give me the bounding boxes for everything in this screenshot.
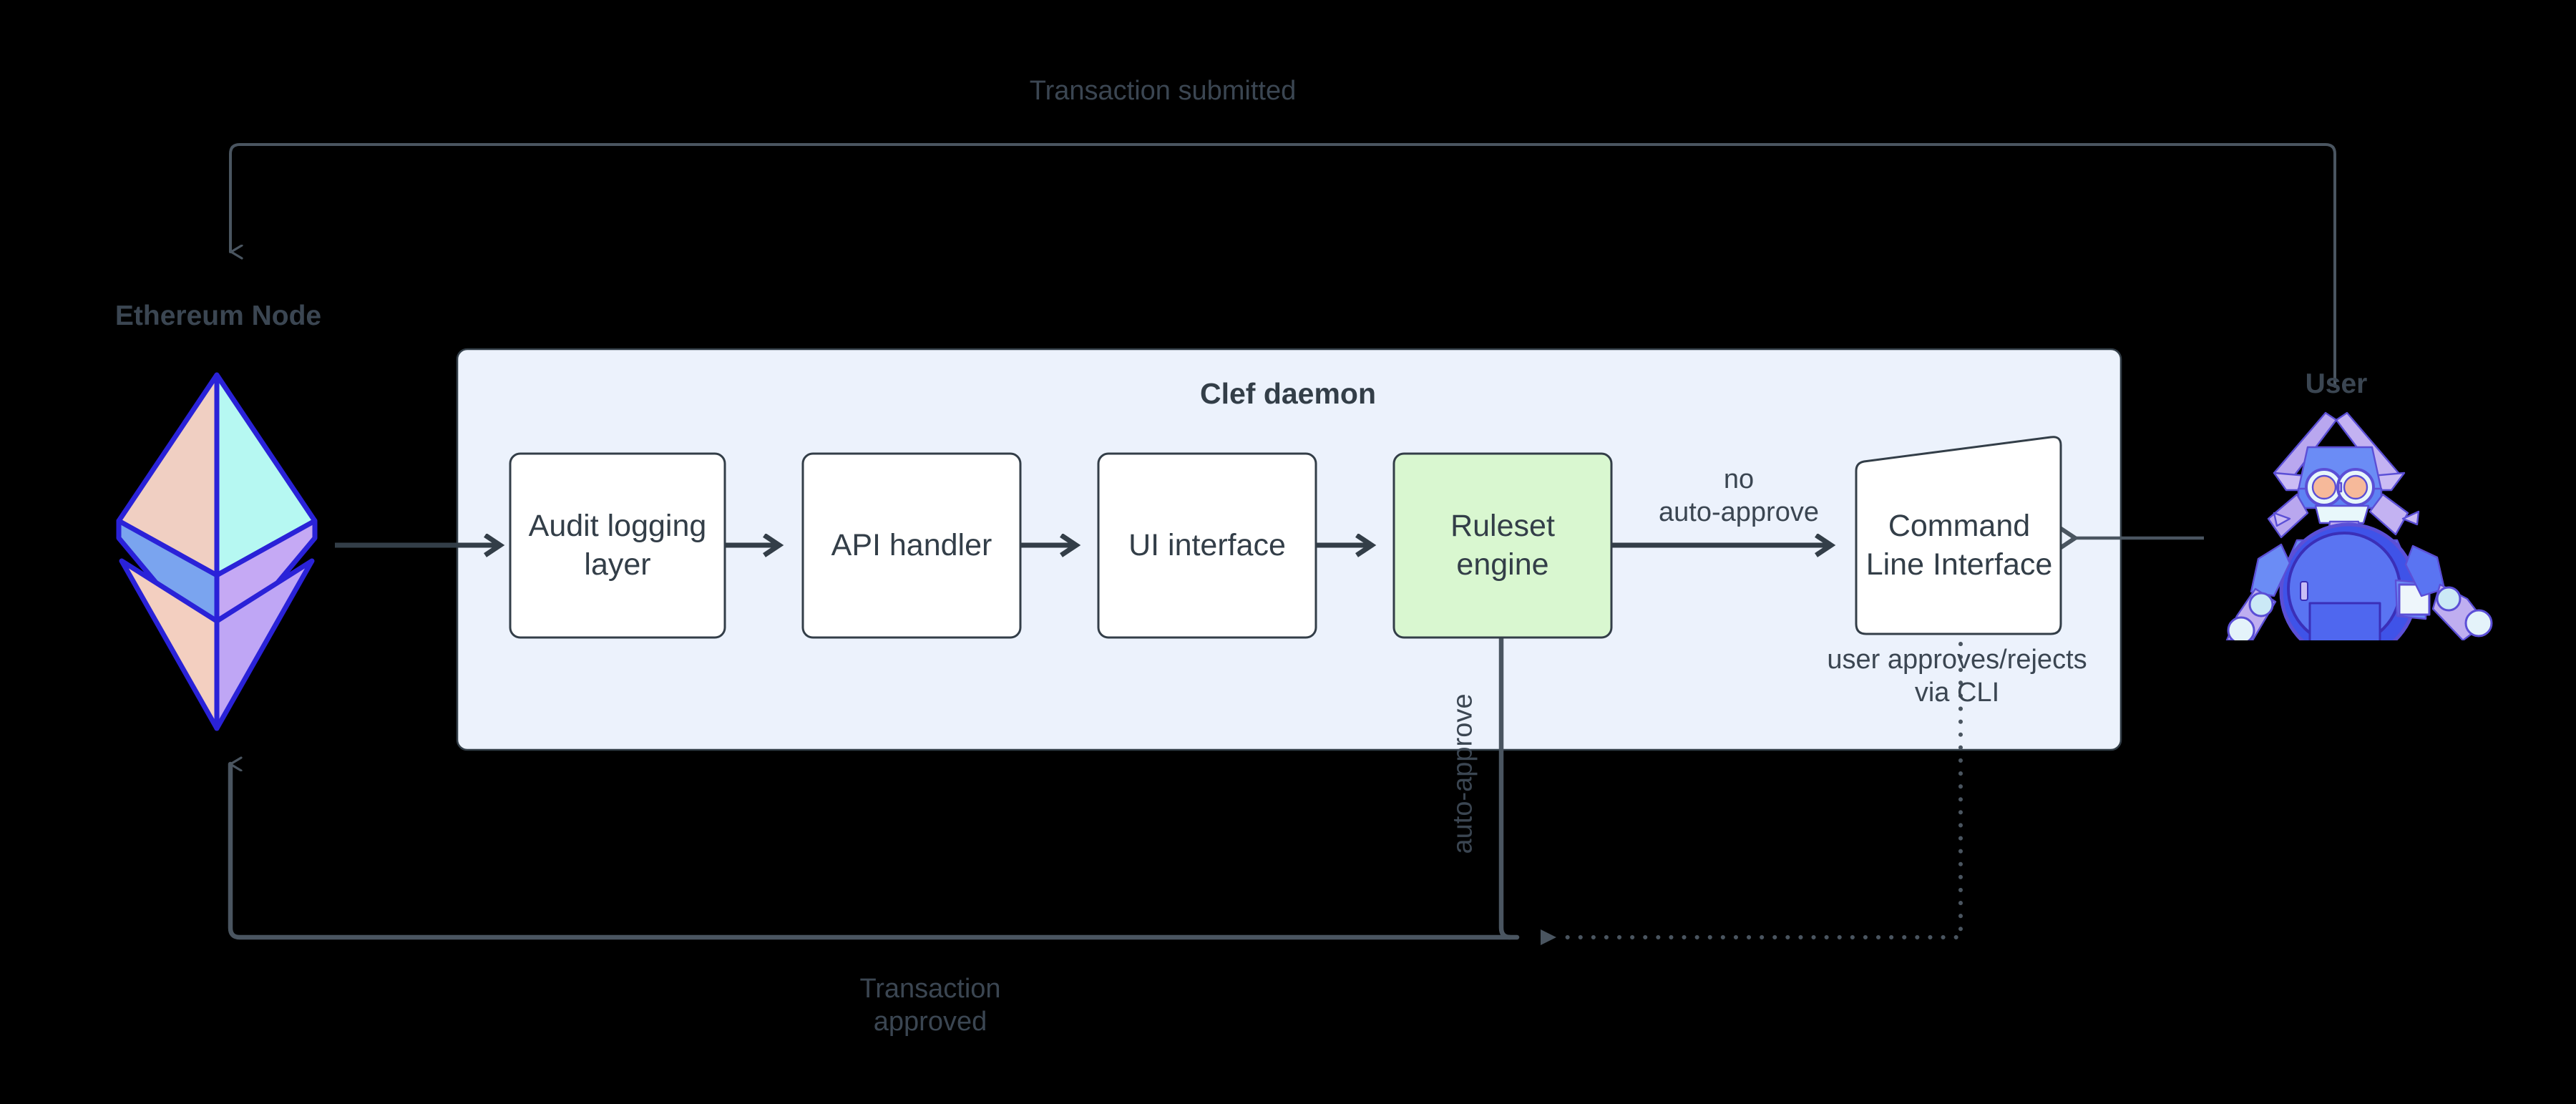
wire-transaction-submitted bbox=[229, 143, 2336, 388]
node-label-ui-interface: UI interface bbox=[1128, 527, 1286, 562]
wire-auto-approve bbox=[1498, 631, 1520, 940]
user-label: User bbox=[2305, 368, 2368, 399]
node-audit-logging-layer[interactable] bbox=[509, 452, 726, 639]
node-ui-interface[interactable] bbox=[1097, 452, 1317, 639]
node-label-ruleset-engine: Ruleset engine bbox=[1450, 508, 1555, 582]
ethereum-diamond-icon bbox=[116, 372, 318, 731]
edge-label-transaction-submitted: Transaction submitted bbox=[1029, 76, 1297, 106]
clef-daemon-title: Clef daemon bbox=[1199, 377, 1377, 410]
edge-label-no-auto-approve: no auto-approve bbox=[1659, 464, 1819, 527]
node-command-line-interface[interactable] bbox=[1855, 436, 2062, 635]
wire-transaction-approved bbox=[228, 764, 1513, 940]
node-label-audit-logging-layer: Audit logging layer bbox=[528, 508, 707, 582]
node-ruleset-engine[interactable] bbox=[1392, 452, 1613, 639]
node-label-command-line-interface: Command Line Interface bbox=[1865, 509, 2053, 582]
ethereum-node-label: Ethereum Node bbox=[114, 301, 322, 331]
edge-label-user-approves: user approves/rejects via CLI bbox=[1827, 645, 2087, 708]
user-robot-icon bbox=[2225, 411, 2493, 640]
node-api-handler[interactable] bbox=[801, 452, 1022, 639]
node-label-api-handler: API handler bbox=[831, 527, 992, 562]
edge-label-transaction-approved: Transaction approved bbox=[859, 974, 1001, 1037]
edge-label-auto-approve: auto-approve bbox=[1448, 693, 1478, 854]
